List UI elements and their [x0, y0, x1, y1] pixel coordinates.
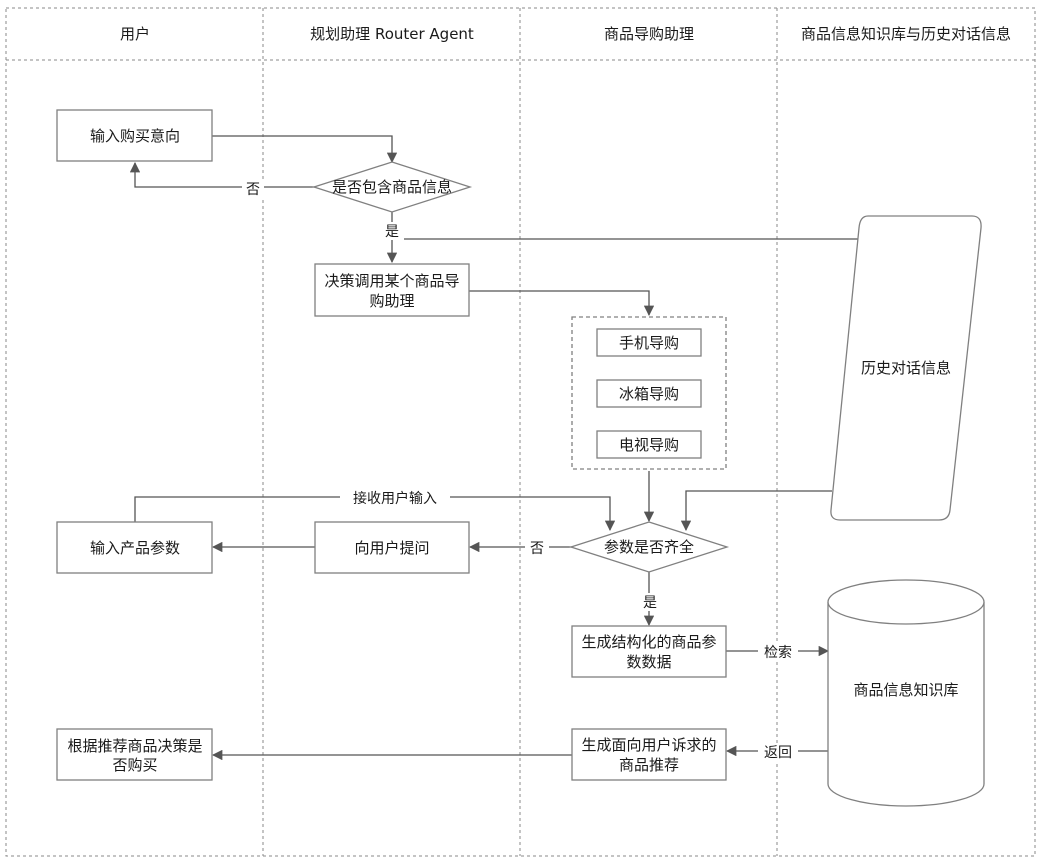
edge-label-yes-2: 是	[643, 595, 657, 611]
node-ask-user[interactable]	[314, 521, 470, 574]
edge-label-yes-1: 是	[385, 224, 399, 240]
edge-label-bg-retrieve	[758, 643, 798, 661]
edge-label-bg-yes-2	[637, 593, 661, 611]
node-tv-guide-label: 电视导购	[619, 436, 679, 454]
node-params-complete-label: 参数是否齐全	[604, 538, 694, 556]
node-gen-params-label-line1: 生成结构化的商品参	[581, 633, 716, 651]
node-history-label: 历史对话信息	[861, 359, 951, 377]
lane-title-router: 规划助理 Router Agent	[310, 25, 474, 43]
node-tv-guide[interactable]	[596, 430, 702, 459]
node-decide-buy-label-line2: 否购买	[112, 756, 157, 774]
edges	[129, 135, 860, 761]
lane-title-knowledge: 商品信息知识库与历史对话信息	[801, 25, 1011, 43]
edge-label-no-2: 否	[530, 541, 544, 557]
node-phone-guide[interactable]	[596, 328, 702, 357]
node-contains-info-label: 是否包含商品信息	[332, 178, 452, 196]
node-gen-params[interactable]	[571, 625, 727, 678]
lane-title-user: 用户	[120, 25, 150, 43]
lane-title-guide: 商品导购助理	[604, 25, 694, 43]
node-knowledge-base-label: 商品信息知识库	[853, 681, 958, 699]
edge-label-no-1: 否	[246, 182, 260, 198]
edge-history-to-params	[680, 490, 832, 532]
edge-router-to-guides	[469, 290, 655, 317]
edge-label-bg-no-2	[525, 539, 549, 557]
node-input-params[interactable]	[56, 521, 213, 574]
node-decide-buy[interactable]	[56, 728, 213, 781]
node-fridge-guide-label: 冰箱导购	[619, 385, 679, 403]
node-decide-buy-label-line1: 根据推荐商品决策是	[67, 737, 202, 755]
node-history-storage[interactable]	[830, 215, 982, 521]
node-input-intent-label: 输入购买意向	[90, 127, 180, 145]
node-input-params-label: 输入产品参数	[90, 539, 180, 557]
node-fridge-guide[interactable]	[596, 379, 702, 408]
edge-label-receive-input: 接收用户输入	[353, 490, 437, 507]
node-decide-call[interactable]	[314, 263, 470, 317]
edge-label-bg-yes-1	[380, 222, 404, 240]
node-decide-call-label-line2: 购助理	[369, 292, 414, 310]
node-gen-params-label-line2: 数数据	[626, 653, 671, 671]
node-knowledge-base[interactable]	[827, 579, 985, 807]
edge-intent-to-decision	[212, 135, 398, 164]
node-input-intent[interactable]	[56, 109, 213, 162]
node-decide-call-label-line1: 决策调用某个商品导	[324, 272, 459, 290]
node-knowledge-base-top-rim	[827, 601, 985, 625]
edge-label-bg-return	[758, 743, 798, 761]
node-phone-guide-label: 手机导购	[619, 334, 679, 352]
lane-outer-border	[5, 7, 1036, 857]
swimlane-frame	[5, 7, 1036, 857]
node-gen-reco-label-line1: 生成面向用户诉求的	[581, 736, 716, 754]
edge-label-bg-no-1	[242, 179, 264, 197]
node-contains-info-decision[interactable]	[311, 161, 473, 213]
edge-decision-no-to-intent	[129, 161, 315, 188]
node-gen-reco-label-line2: 商品推荐	[619, 756, 679, 774]
node-gen-reco[interactable]	[571, 728, 727, 781]
edge-label-return: 返回	[764, 745, 792, 761]
edge-label-retrieve: 检索	[764, 644, 792, 661]
edge-label-bg-receive	[340, 489, 450, 507]
node-ask-user-label: 向用户提问	[354, 539, 429, 557]
node-params-complete-decision[interactable]	[568, 521, 730, 573]
